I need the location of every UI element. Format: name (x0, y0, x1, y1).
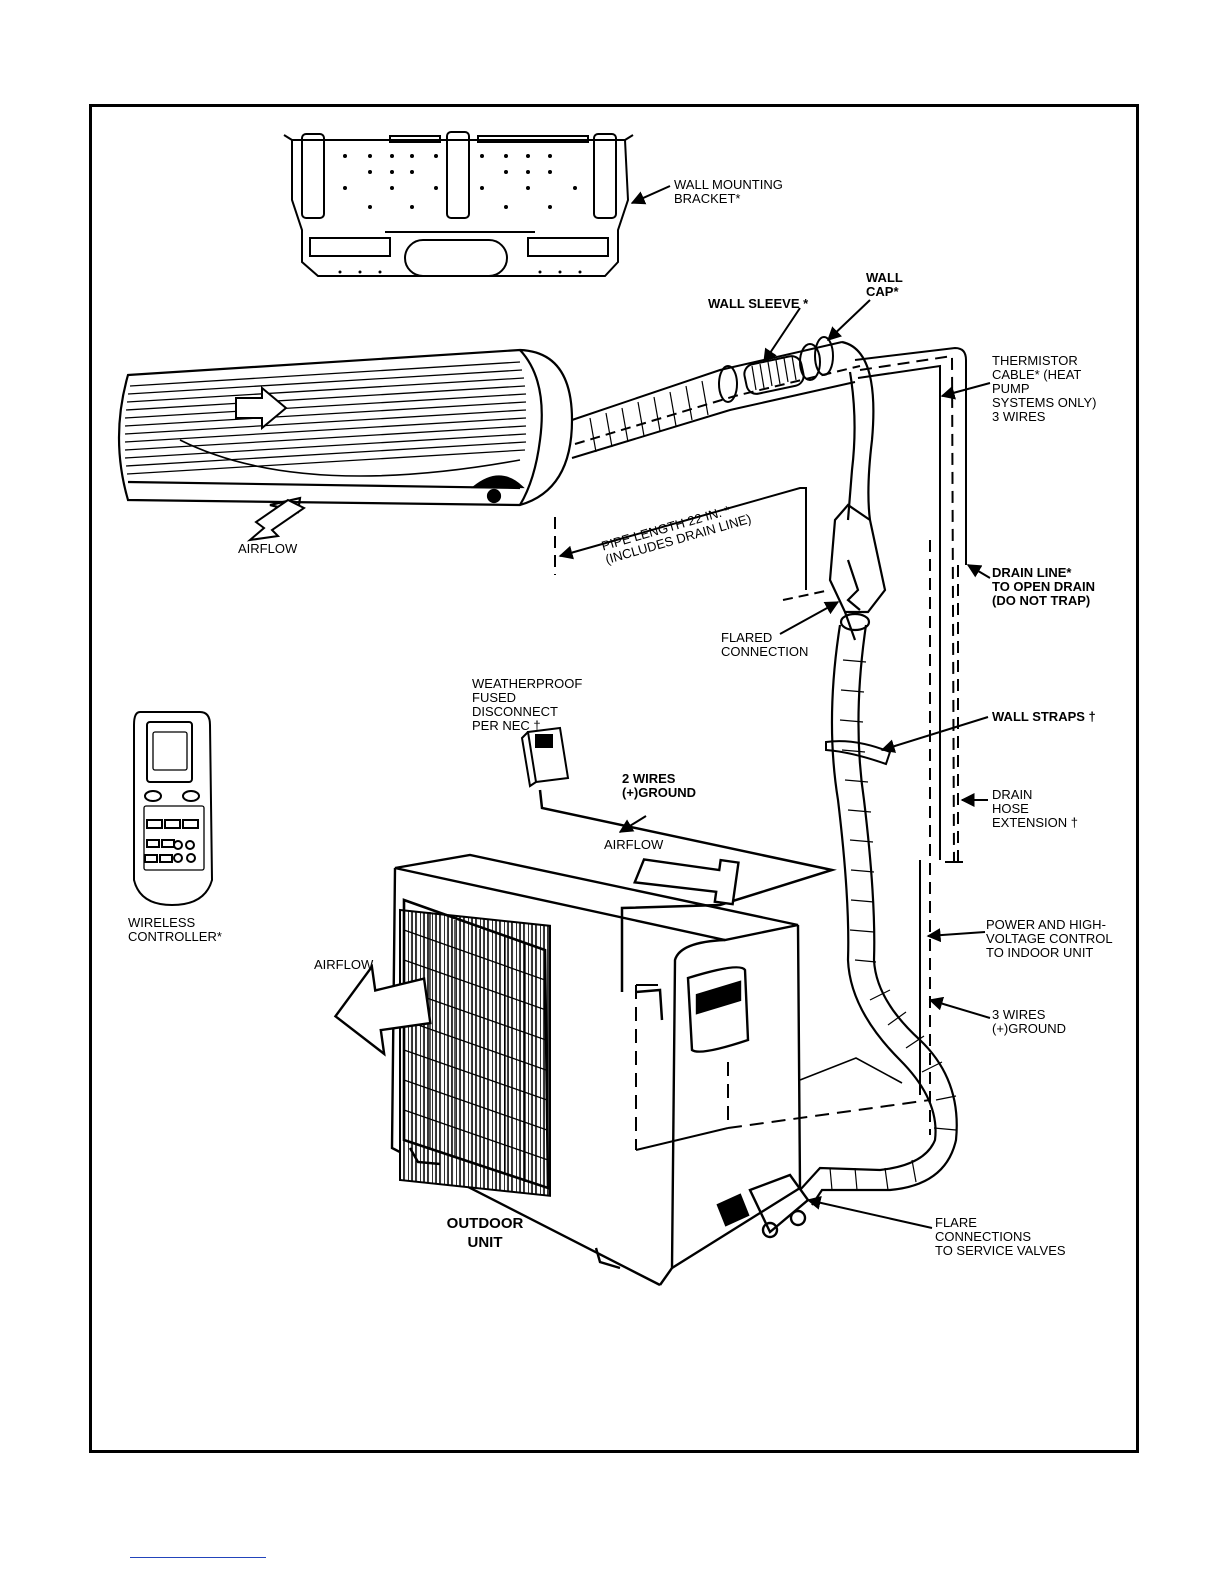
leader-lines (763, 299, 991, 1229)
airflow-in-arrow (633, 858, 740, 906)
label-weatherproof-disconnect: WEATHERPROOF FUSED DISCONNECT PER NEC † (472, 676, 583, 733)
refrigerant-piping (571, 336, 861, 459)
label-flared-connection: FLARED CONNECTION (721, 630, 809, 659)
wall-line-runs (854, 346, 967, 1135)
label-airflow-top: AIRFLOW (604, 837, 664, 852)
disconnect-box-icon (520, 726, 570, 788)
footer-link-rule (130, 1557, 266, 1558)
label-wireless-controller: WIRELESS CONTROLLER* (128, 915, 222, 944)
label-wall-mounting-bracket: WALL MOUNTING BRACKET* (674, 177, 783, 206)
indoor-unit-icon (117, 348, 574, 542)
label-power-high-voltage: POWER AND HIGH- VOLTAGE CONTROL TO INDOO… (986, 917, 1113, 960)
label-airflow-left: AIRFLOW (314, 957, 374, 972)
label-drain-line: DRAIN LINE* TO OPEN DRAIN (DO NOT TRAP) (992, 565, 1096, 608)
power-wiring (538, 789, 837, 1021)
label-two-wires: 2 WIRES (+)GROUND (622, 771, 697, 800)
label-wall-sleeve: WALL SLEEVE * (708, 296, 809, 311)
remote-control-icon (133, 711, 214, 907)
pipe-length-dimension (554, 487, 831, 601)
airflow-out-arrow (333, 963, 432, 1057)
outdoor-unit-icon (390, 853, 931, 1287)
label-flare-connections: FLARE CONNECTIONS TO SERVICE VALVES (935, 1215, 1066, 1258)
label-three-wires: 3 WIRES (+)GROUND (992, 1007, 1067, 1036)
label-wall-straps: WALL STRAPS † (992, 709, 1096, 724)
label-thermistor-cable: THERMISTOR CABLE* (HEAT PUMP SYSTEMS ONL… (992, 353, 1097, 424)
diagram-frame (89, 104, 1139, 1453)
wall-strap-icon (825, 740, 892, 766)
insulated-line-set (799, 340, 958, 1206)
wall-mounting-bracket-icon (283, 131, 634, 277)
wire-leader-line (618, 815, 647, 833)
label-wall-cap: WALL CAP* (866, 270, 903, 299)
label-outdoor-unit: OUTDOOR UNIT (446, 1215, 524, 1251)
label-airflow-indoor: AIRFLOW (238, 541, 298, 556)
bracket-leader-line (630, 185, 671, 205)
label-drain-hose-extension: DRAIN HOSE EXTENSION † (992, 787, 1078, 830)
